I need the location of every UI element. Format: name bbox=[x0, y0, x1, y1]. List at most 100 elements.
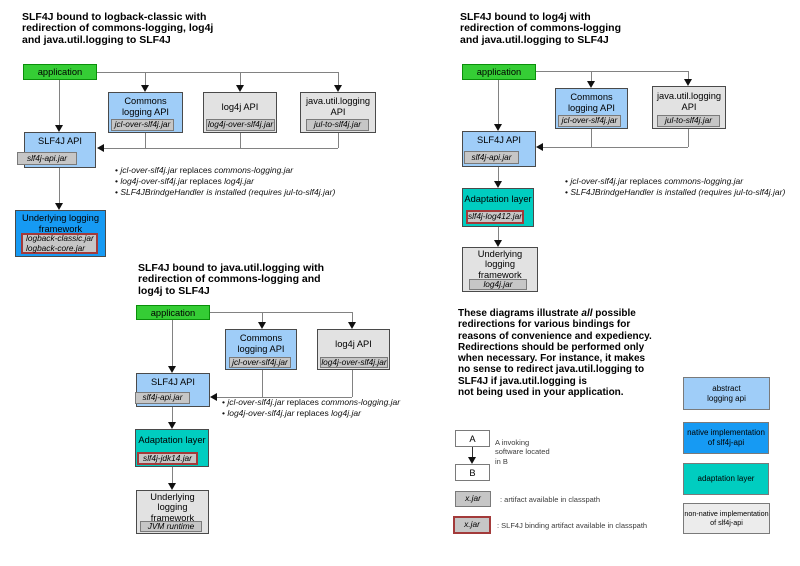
d1-jcl-over-slf4j-jar: jcl-over-slf4j.jar bbox=[111, 119, 174, 131]
d1-connector-line bbox=[104, 148, 338, 149]
d1-jul-to-slf4j-jar: jul-to-slf4j.jar bbox=[306, 119, 369, 131]
d2-notes: • jcl-over-slf4j.jar replaces commons-lo… bbox=[565, 176, 785, 198]
d3-jcl-over-slf4j-jar: jcl-over-slf4j.jar bbox=[229, 357, 291, 368]
d3-connector-line bbox=[262, 370, 263, 397]
d2-jcl-over-slf4j-jar: jcl-over-slf4j.jar bbox=[558, 115, 621, 127]
d3-connector-line bbox=[172, 407, 173, 422]
d1-log4j-api-label: log4j API bbox=[221, 102, 259, 112]
d1-log4j-over-slf4j-jar: log4j-over-slf4j.jar bbox=[206, 119, 275, 131]
arrow-down-icon bbox=[348, 322, 356, 329]
legend-box-a-label: A bbox=[469, 433, 476, 444]
legend-binding-caption: : SLF4J binding artifact available in cl… bbox=[497, 521, 648, 530]
d3-connector-line bbox=[262, 312, 263, 322]
d1-bullet: • log4j-over-slf4j.jar replaces log4j.ja… bbox=[115, 176, 254, 186]
d1-underlying-framework-label: Underlying logging framework bbox=[21, 213, 99, 234]
d1-jul-api-label: java.util.logging API bbox=[305, 96, 371, 117]
d3-slf4j-api-box: SLF4J API slf4j-api.jar bbox=[135, 373, 210, 407]
d3-connector-line bbox=[217, 397, 352, 398]
d1-jul-api-box: java.util.logging API jul-to-slf4j.jar bbox=[300, 92, 376, 133]
d2-connector-line bbox=[688, 129, 689, 147]
d1-connector-line bbox=[59, 168, 60, 203]
arrow-down-icon bbox=[236, 85, 244, 92]
arrow-down-icon bbox=[168, 422, 176, 429]
d2-jul-api-label: java.util.logging API bbox=[656, 91, 722, 112]
d3-connector-line bbox=[352, 370, 353, 397]
d3-title: SLF4J bound to java.util.logging with re… bbox=[138, 262, 325, 297]
d2-application-label: application bbox=[476, 67, 522, 77]
d1-connector-line bbox=[240, 133, 241, 148]
d1-title: SLF4J bound to logback-classic with redi… bbox=[22, 11, 214, 46]
legend-artifact-jar: x.jar bbox=[455, 491, 491, 507]
d1-bullet: • SLF4JBrindgeHandler is installed (requ… bbox=[115, 187, 336, 197]
d1-connector-line bbox=[145, 133, 146, 148]
d1-connector-line bbox=[59, 80, 60, 125]
legend-adaptation-layer: adaptation layer bbox=[683, 463, 769, 495]
d1-connector-line bbox=[338, 133, 339, 148]
d2-commons-logging-api-box: Commons logging API jcl-over-slf4j.jar bbox=[555, 88, 628, 129]
d3-application-box: application bbox=[136, 305, 210, 320]
arrow-left-icon bbox=[210, 393, 217, 401]
d1-slf4j-api-box: SLF4J API slf4j-api.jar bbox=[17, 132, 96, 168]
d3-underlying-framework-label: Underlying logging framework bbox=[150, 492, 195, 523]
d1-log4j-api-box: log4j API log4j-over-slf4j.jar bbox=[203, 92, 277, 133]
d1-application-box: application bbox=[23, 64, 97, 80]
d3-commons-logging-api-label: Commons logging API bbox=[237, 333, 285, 354]
d1-logback-jar: logback-classic.jar logback-core.jar bbox=[21, 233, 98, 254]
d1-application-label: application bbox=[37, 67, 83, 77]
d3-connector-line bbox=[172, 320, 173, 366]
d3-notes: • jcl-over-slf4j.jar replaces commons-lo… bbox=[222, 397, 400, 419]
d2-title: SLF4J bound to log4j with redirection of… bbox=[460, 11, 622, 46]
arrow-down-icon bbox=[494, 124, 502, 131]
d2-connector-line bbox=[591, 129, 592, 147]
d1-commons-logging-api-box: Commons logging API jcl-over-slf4j.jar bbox=[108, 92, 183, 133]
d2-slf4j-api-box: SLF4J API slf4j-api.jar bbox=[462, 131, 536, 167]
d3-application-label: application bbox=[150, 307, 196, 318]
legend-binding-jar: x.jar bbox=[453, 516, 491, 534]
d2-adaptation-layer-box: Adaptation layer slf4j-log412.jar bbox=[462, 188, 534, 227]
d2-bullet: • SLF4JBrindgeHandler is installed (requ… bbox=[565, 187, 786, 197]
d3-slf4j-api-jar: slf4j-api.jar bbox=[135, 392, 190, 404]
d1-bullet: • jcl-over-slf4j.jar replaces commons-lo… bbox=[115, 165, 294, 175]
d2-jul-to-slf4j-jar: jul-to-slf4j.jar bbox=[657, 115, 720, 127]
d1-slf4j-api-jar: slf4j-api.jar bbox=[17, 152, 77, 165]
d2-log4j-jar: log4j.jar bbox=[469, 279, 527, 290]
d2-slf4j-log412-jar: slf4j-log412.jar bbox=[466, 210, 524, 224]
d3-log4j-api-box: log4j API log4j-over-slf4j.jar bbox=[317, 329, 390, 370]
d1-connector-line bbox=[145, 72, 146, 85]
d2-connector-line bbox=[688, 71, 689, 79]
d3-adaptation-layer-box: Adaptation layer slf4j-jdk14.jar bbox=[135, 429, 209, 467]
d3-connector-line bbox=[172, 467, 173, 483]
d3-adaptation-layer-label: Adaptation layer bbox=[138, 435, 206, 445]
d1-connector-line bbox=[97, 72, 338, 73]
d2-connector-line bbox=[498, 167, 499, 181]
d2-connector-line bbox=[498, 80, 499, 124]
d1-notes: • jcl-over-slf4j.jar replaces commons-lo… bbox=[115, 165, 335, 198]
arrow-down-icon bbox=[168, 366, 176, 373]
d3-log4j-api-label: log4j API bbox=[335, 339, 372, 349]
arrow-down-icon bbox=[587, 81, 595, 88]
arrow-down-icon bbox=[494, 181, 502, 188]
d2-adaptation-layer-label: Adaptation layer bbox=[464, 194, 532, 204]
arrow-down-icon bbox=[55, 125, 63, 132]
arrow-down-icon bbox=[55, 203, 63, 210]
legend-box-a: A bbox=[455, 430, 490, 447]
arrow-down-icon bbox=[334, 85, 342, 92]
d1-underlying-framework-box: Underlying logging framework logback-cla… bbox=[15, 210, 106, 257]
d3-underlying-framework-box: Underlying logging framework JVM runtime bbox=[136, 490, 209, 534]
d2-connector-line bbox=[543, 147, 688, 148]
d2-underlying-framework-box: Underlying logging framework log4j.jar bbox=[462, 247, 538, 292]
legend-artifact-caption: : artifact available in classpath bbox=[500, 495, 601, 504]
arrow-down-icon bbox=[258, 322, 266, 329]
arrow-down-icon bbox=[141, 85, 149, 92]
legend-connector-line bbox=[472, 447, 473, 457]
arrow-left-icon bbox=[536, 143, 543, 151]
arrow-down-icon bbox=[168, 483, 176, 490]
d3-connector-line bbox=[210, 312, 352, 313]
d2-connector-line bbox=[591, 71, 592, 81]
arrow-down-icon bbox=[684, 79, 692, 86]
redirections-note: These diagrams illustrate all possible r… bbox=[458, 308, 652, 399]
legend-non-native-implementation: non-native implementation of slf4j-api bbox=[683, 503, 770, 534]
d2-underlying-framework-label: Underlying logging framework bbox=[477, 249, 523, 280]
legend-invoke-caption: A invoking software located in B bbox=[495, 438, 550, 466]
